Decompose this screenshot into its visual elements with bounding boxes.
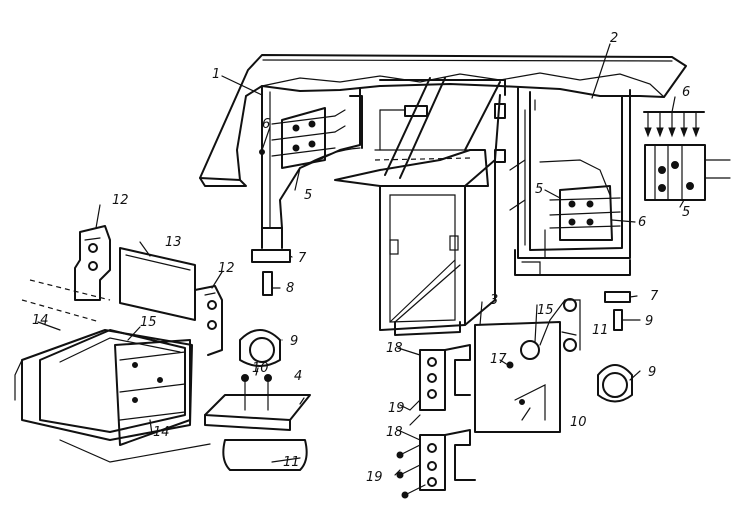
- callout-5c: 5: [682, 205, 690, 220]
- callout-10a: 10: [252, 361, 269, 376]
- callout-8: 8: [286, 281, 294, 296]
- callout-6c: 6: [638, 215, 646, 230]
- casters-and-feet: [239, 249, 633, 403]
- callout-19b: 19: [366, 470, 383, 485]
- callout-9b: 9: [645, 314, 653, 329]
- bracket-group: [396, 344, 476, 499]
- center-drawer-unit: [334, 77, 506, 336]
- drawer-assembly: [14, 225, 223, 463]
- callout-5b: 5: [535, 182, 543, 197]
- right-side-panel: [509, 87, 631, 276]
- leader-lines: [37, 43, 685, 476]
- callout-9a: 9: [290, 334, 298, 349]
- switch-block-right: [544, 185, 621, 259]
- callout-17: 17: [490, 352, 507, 367]
- callout-11b: 11: [592, 323, 609, 338]
- switch-detail-inset: [643, 111, 731, 201]
- left-leg-panel: [261, 85, 363, 249]
- callout-12b: 12: [218, 261, 235, 276]
- switch-plate-left: [259, 107, 346, 169]
- base-plate-assembly: [204, 374, 311, 471]
- callout-4: 4: [294, 369, 302, 384]
- callout-6a: 6: [262, 117, 270, 132]
- callout-5a: 5: [304, 188, 312, 203]
- callout-11a: 11: [283, 455, 300, 470]
- cabinet-top: [199, 54, 687, 187]
- callout-1: 1: [212, 67, 220, 82]
- callout-13: 13: [165, 235, 182, 250]
- callout-6b: 6: [682, 85, 690, 100]
- callout-10b: 10: [570, 415, 587, 430]
- callout-14b: 14: [153, 425, 170, 440]
- callout-12a: 12: [112, 193, 129, 208]
- callout-7a: 7: [298, 251, 307, 266]
- callout-18a: 18: [386, 341, 403, 356]
- callout-14a: 14: [32, 313, 49, 328]
- callout-labels: 1 2 3 4 5 5 5 6 6 6 7 7 8 9 9 9 10 10 11…: [32, 31, 690, 485]
- callout-3: 3: [490, 293, 498, 308]
- callout-2: 2: [610, 31, 618, 46]
- callout-18b: 18: [386, 425, 403, 440]
- center-panel-3: [474, 298, 581, 433]
- callout-15a: 15: [140, 315, 157, 330]
- callout-9c: 9: [648, 365, 656, 380]
- callout-7b: 7: [650, 289, 659, 304]
- callout-15b: 15: [537, 303, 554, 318]
- callout-19a: 19: [388, 401, 405, 416]
